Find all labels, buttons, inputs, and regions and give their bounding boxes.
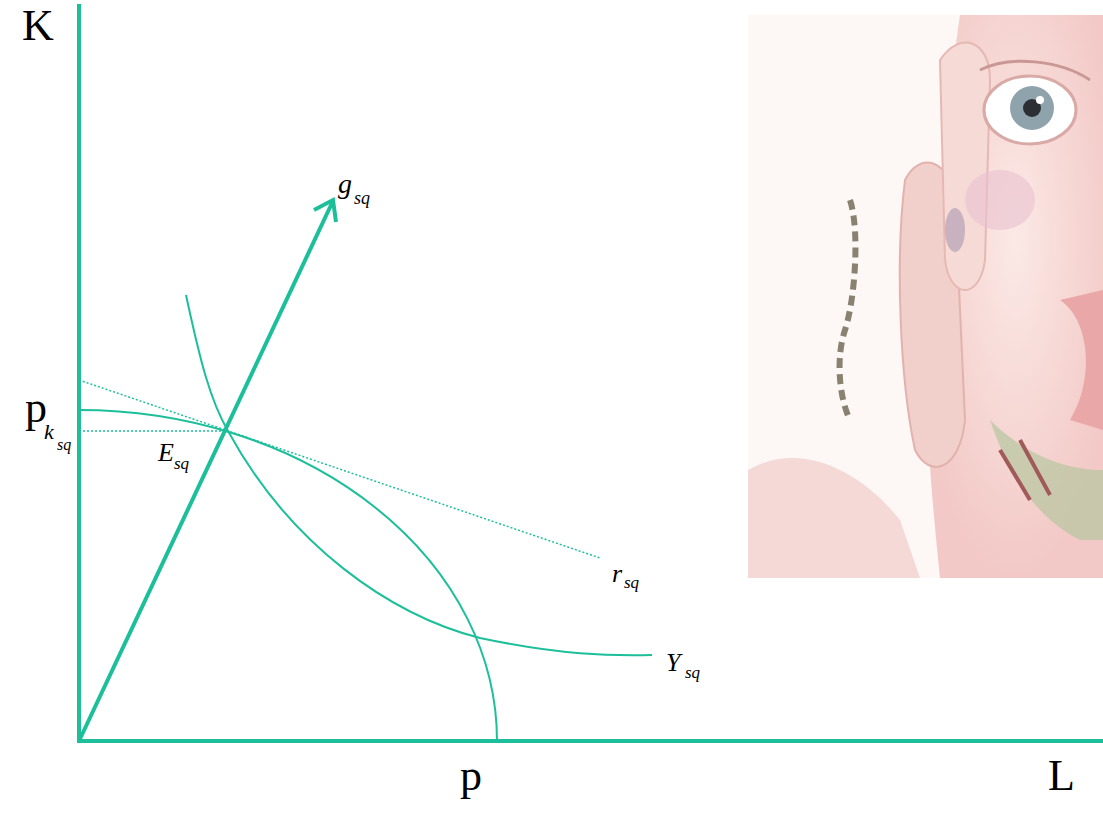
subscript: sq xyxy=(354,189,370,207)
ray-label: g xyxy=(338,170,352,198)
line-label: r xyxy=(612,561,622,587)
isoquant-curve xyxy=(186,295,652,655)
point-label: E xyxy=(158,440,174,466)
expansion-ray xyxy=(79,200,336,741)
axis-label: K xyxy=(22,4,54,48)
axis-label: p xyxy=(460,754,482,798)
axes xyxy=(77,4,1103,743)
curve-label: Y xyxy=(666,650,680,676)
subscript: sq xyxy=(57,437,71,453)
subscript: sq xyxy=(685,664,700,681)
subscript: sq xyxy=(174,455,189,472)
subscript: k xyxy=(44,421,54,443)
price-label: p xyxy=(25,386,47,430)
price-lines xyxy=(79,380,600,558)
surprised-face-photo xyxy=(748,15,1103,578)
production-frontier xyxy=(79,410,497,741)
subscript: sq xyxy=(624,574,639,591)
axis-label: L xyxy=(1048,754,1075,798)
